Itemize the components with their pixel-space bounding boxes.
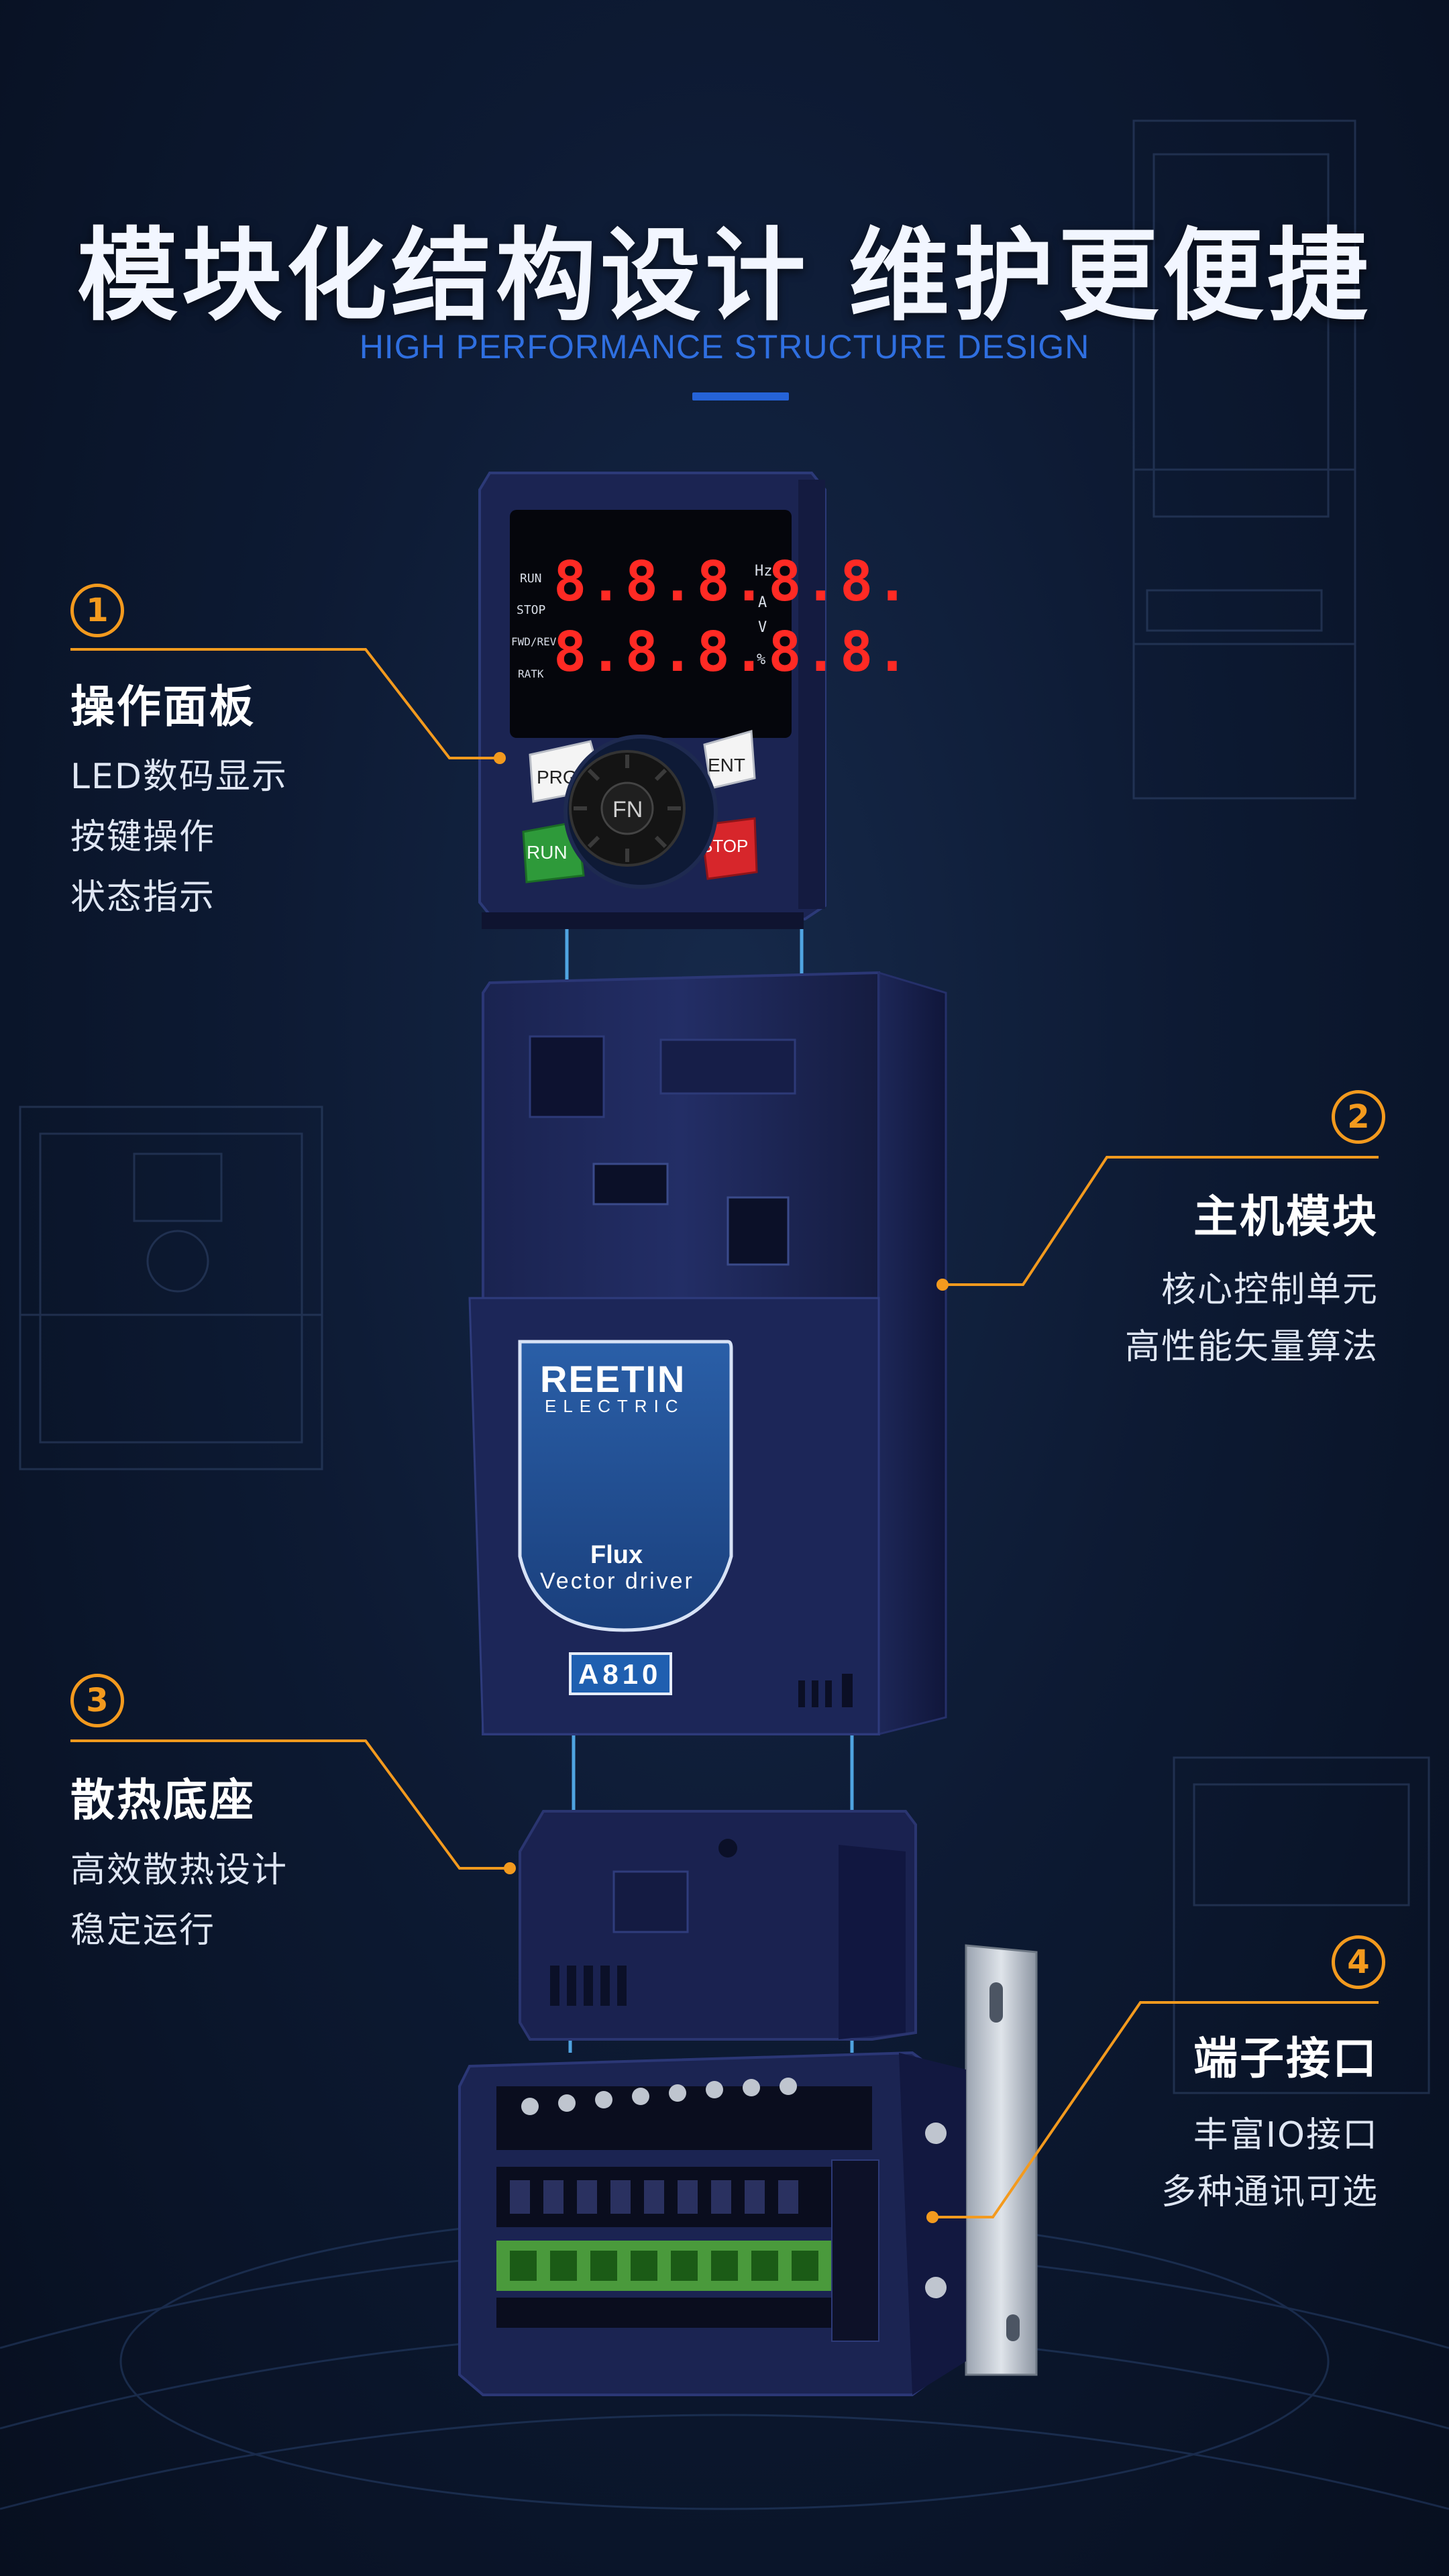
feature-2-line-2: 高性能矢量算法 xyxy=(1124,1327,1379,1367)
callout-dots xyxy=(494,752,949,2223)
led-row-1: 8.8.8.8.8. xyxy=(553,550,912,614)
run-label: RUN xyxy=(527,842,568,863)
rj45-port xyxy=(727,1196,790,1266)
fn-knob[interactable]: FN xyxy=(564,735,718,889)
callout-leaders xyxy=(70,648,1379,2218)
terminal-module xyxy=(458,1944,1038,2396)
feature-3-line-1: 高效散热设计 xyxy=(70,1850,288,1890)
feature-1-line-2: 按键操作 xyxy=(70,817,216,857)
brand-logo: REETIN xyxy=(540,1358,686,1400)
unit-v: V xyxy=(758,619,767,636)
unit-percent: % xyxy=(757,651,765,668)
unit-a: A xyxy=(758,594,767,611)
feature-4-line-1: 丰富IO接口 xyxy=(1193,2115,1379,2155)
label-vector-driver: Vector driver xyxy=(540,1568,694,1594)
product-label xyxy=(518,1340,733,1632)
feature-3-heading: 散热底座 xyxy=(70,1774,256,1826)
indicator-fwd-rev: FWD/REV xyxy=(511,635,557,648)
brand-sub: ELECTRIC xyxy=(545,1396,685,1416)
feature-1-heading: 操作面板 xyxy=(70,681,256,733)
model-number: A810 xyxy=(578,1658,661,1690)
led-row-2: 8.8.8.8.8. xyxy=(553,621,912,684)
feature-4-number: 4 xyxy=(1332,1935,1385,1989)
feature-4-line-2: 多种通讯可选 xyxy=(1161,2172,1379,2212)
feature-4-heading: 端子接口 xyxy=(1193,2033,1379,2084)
page-title: 模块化结构设计 维护更便捷 xyxy=(76,218,1373,335)
feature-2-number: 2 xyxy=(1332,1090,1385,1144)
main-body-module xyxy=(468,971,947,1735)
feature-2-line-1: 核心控制单元 xyxy=(1161,1270,1379,1310)
feature-3-line-2: 稳定运行 xyxy=(70,1911,216,1951)
led-display-panel xyxy=(510,510,792,738)
ent-label: ENT xyxy=(708,755,745,775)
feature-1-line-3: 状态指示 xyxy=(70,877,216,918)
indicator-stop: STOP xyxy=(517,603,546,617)
heatsink-base-module xyxy=(519,1810,917,2041)
indicator-run: RUN xyxy=(520,572,542,586)
indicator-ratk: RATK xyxy=(518,667,544,680)
feature-3-number: 3 xyxy=(70,1674,124,1727)
keypad-face: RUN STOP FWD/REV RATK 8.8.8.8.8. 8.8.8.8… xyxy=(511,550,912,889)
feature-1-line-1: LED数码显示 xyxy=(70,757,288,797)
feature-2-heading: 主机模块 xyxy=(1193,1191,1379,1242)
title-underline xyxy=(692,392,789,400)
unit-hz: Hz xyxy=(755,563,773,580)
label-flux: Flux xyxy=(590,1541,643,1569)
page-subtitle: HIGH PERFORMANCE STRUCTURE DESIGN xyxy=(359,328,1090,366)
ent-button[interactable]: ENT xyxy=(703,730,756,790)
product-label-text: REETIN ELECTRIC Flux Vector driver A810 xyxy=(540,1358,694,1690)
feature-1-number: 1 xyxy=(70,584,124,637)
fn-label: FN xyxy=(612,797,643,822)
